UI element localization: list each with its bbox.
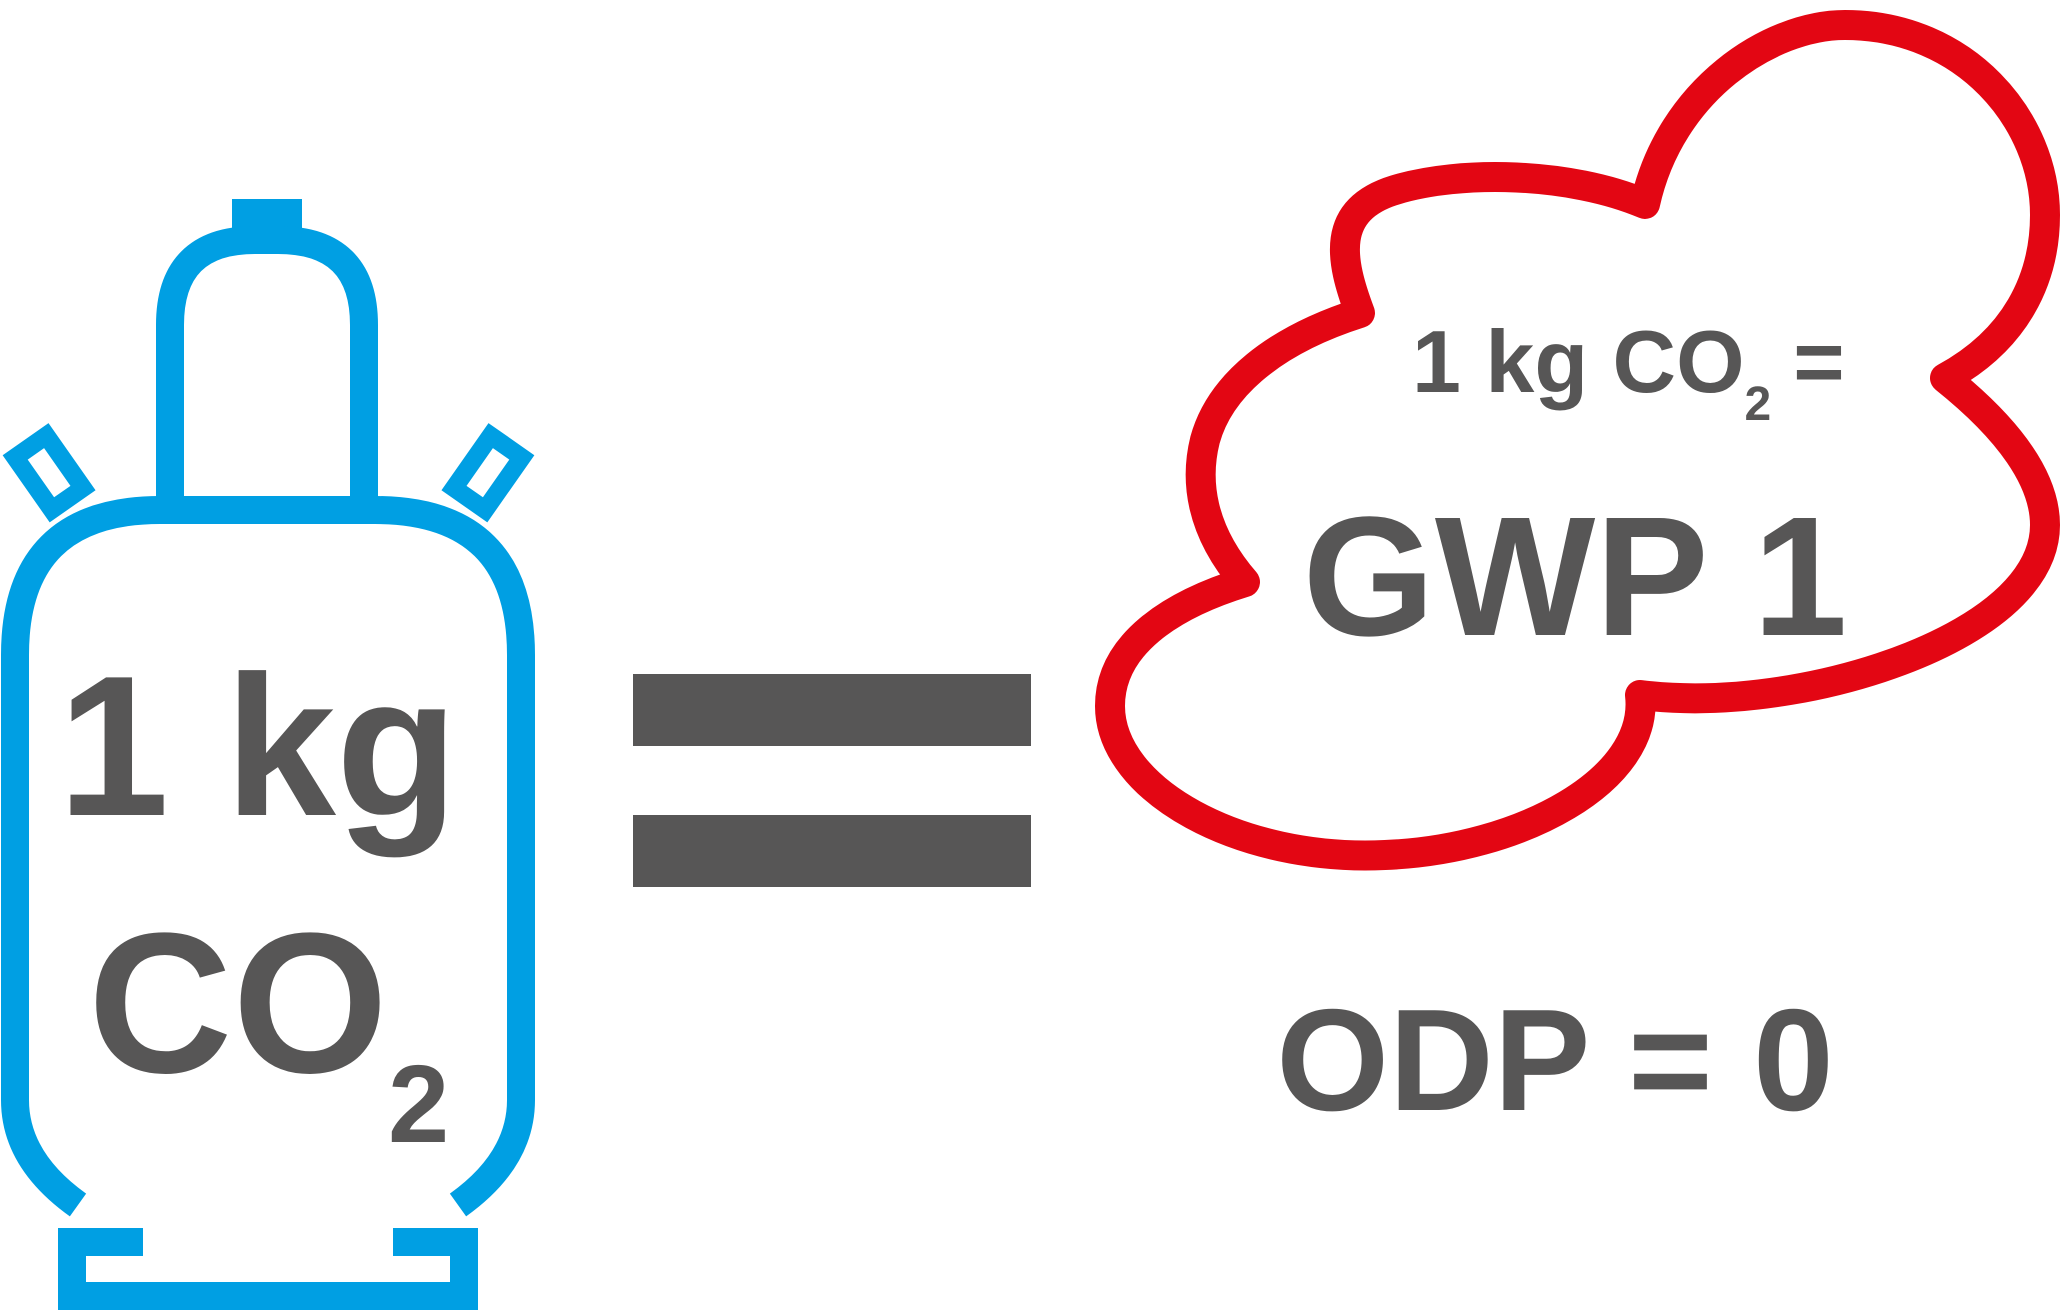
cylinder-valve-cap [232, 199, 302, 229]
cylinder-compound-text: CO [88, 892, 388, 1115]
cloud-statement-equals: = [1793, 312, 1844, 411]
cloud-gwp-label: GWP 1 [1303, 482, 1848, 672]
cylinder-handle-left [2, 423, 96, 523]
equals-bar-bottom [633, 815, 1031, 887]
cylinder-handle-right [441, 423, 535, 523]
cloud-statement-text: 1 kg CO [1412, 312, 1745, 411]
equals-bar-top [633, 674, 1031, 746]
cylinder-compound-label: CO2 [88, 892, 449, 1166]
cylinder-base [58, 1228, 478, 1310]
gas-cylinder-icon [1, 199, 535, 1310]
cloud-icon [1095, 10, 2060, 871]
cylinder-amount-label: 1 kg [58, 635, 458, 858]
cloud-statement-label: 1 kg CO2 = [1412, 312, 1845, 431]
equals-sign-icon [633, 674, 1031, 887]
odp-label: ODP = 0 [1276, 979, 1834, 1141]
cylinder-subscript-text: 2 [388, 1043, 449, 1166]
cylinder-neck [156, 226, 378, 510]
cloud-statement-subscript: 2 [1745, 378, 1772, 431]
cylinder-body [1, 496, 535, 1217]
